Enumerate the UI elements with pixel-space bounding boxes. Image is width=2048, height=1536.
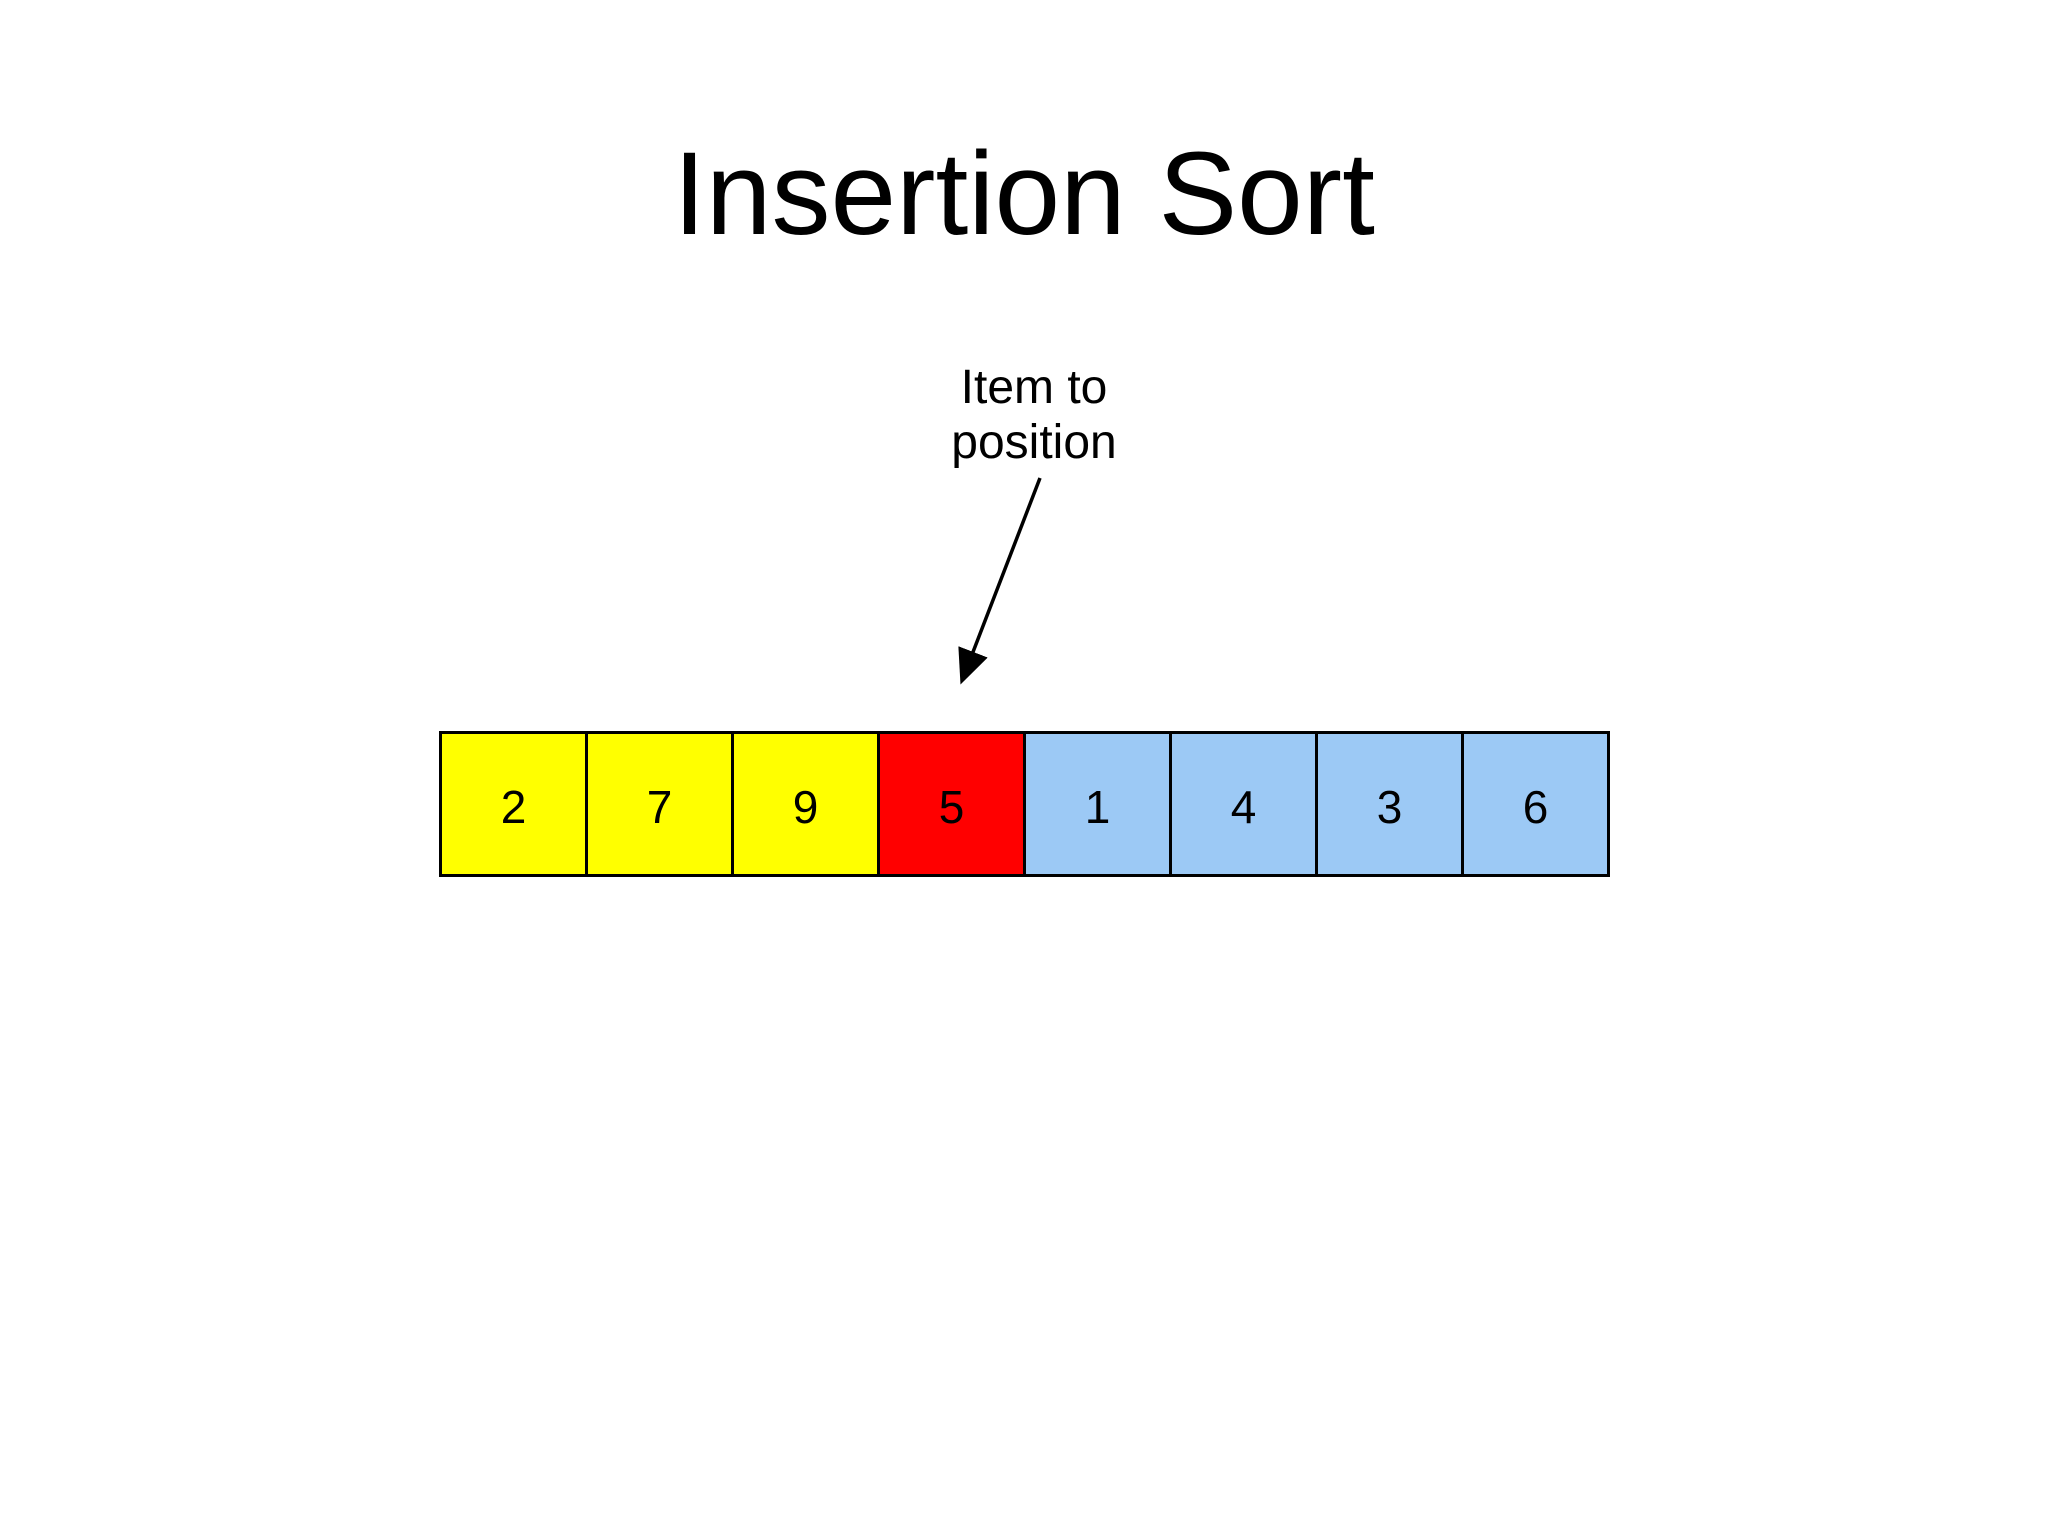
array-cell: 2 (442, 734, 588, 874)
page-title: Insertion Sort (673, 128, 1375, 260)
array-row: 2 7 9 5 1 4 3 6 (439, 731, 1610, 877)
array-cell: 1 (1026, 734, 1172, 874)
array-cell: 9 (734, 734, 880, 874)
item-to-position-label: Item to position (912, 360, 1156, 470)
annotation-line-2: position (951, 416, 1117, 469)
array-cell: 4 (1172, 734, 1318, 874)
array-cell: 5 (880, 734, 1026, 874)
array-cell: 7 (588, 734, 734, 874)
annotation-line-1: Item to (960, 361, 1108, 414)
array-cell: 6 (1464, 734, 1607, 874)
array-cell: 3 (1318, 734, 1464, 874)
